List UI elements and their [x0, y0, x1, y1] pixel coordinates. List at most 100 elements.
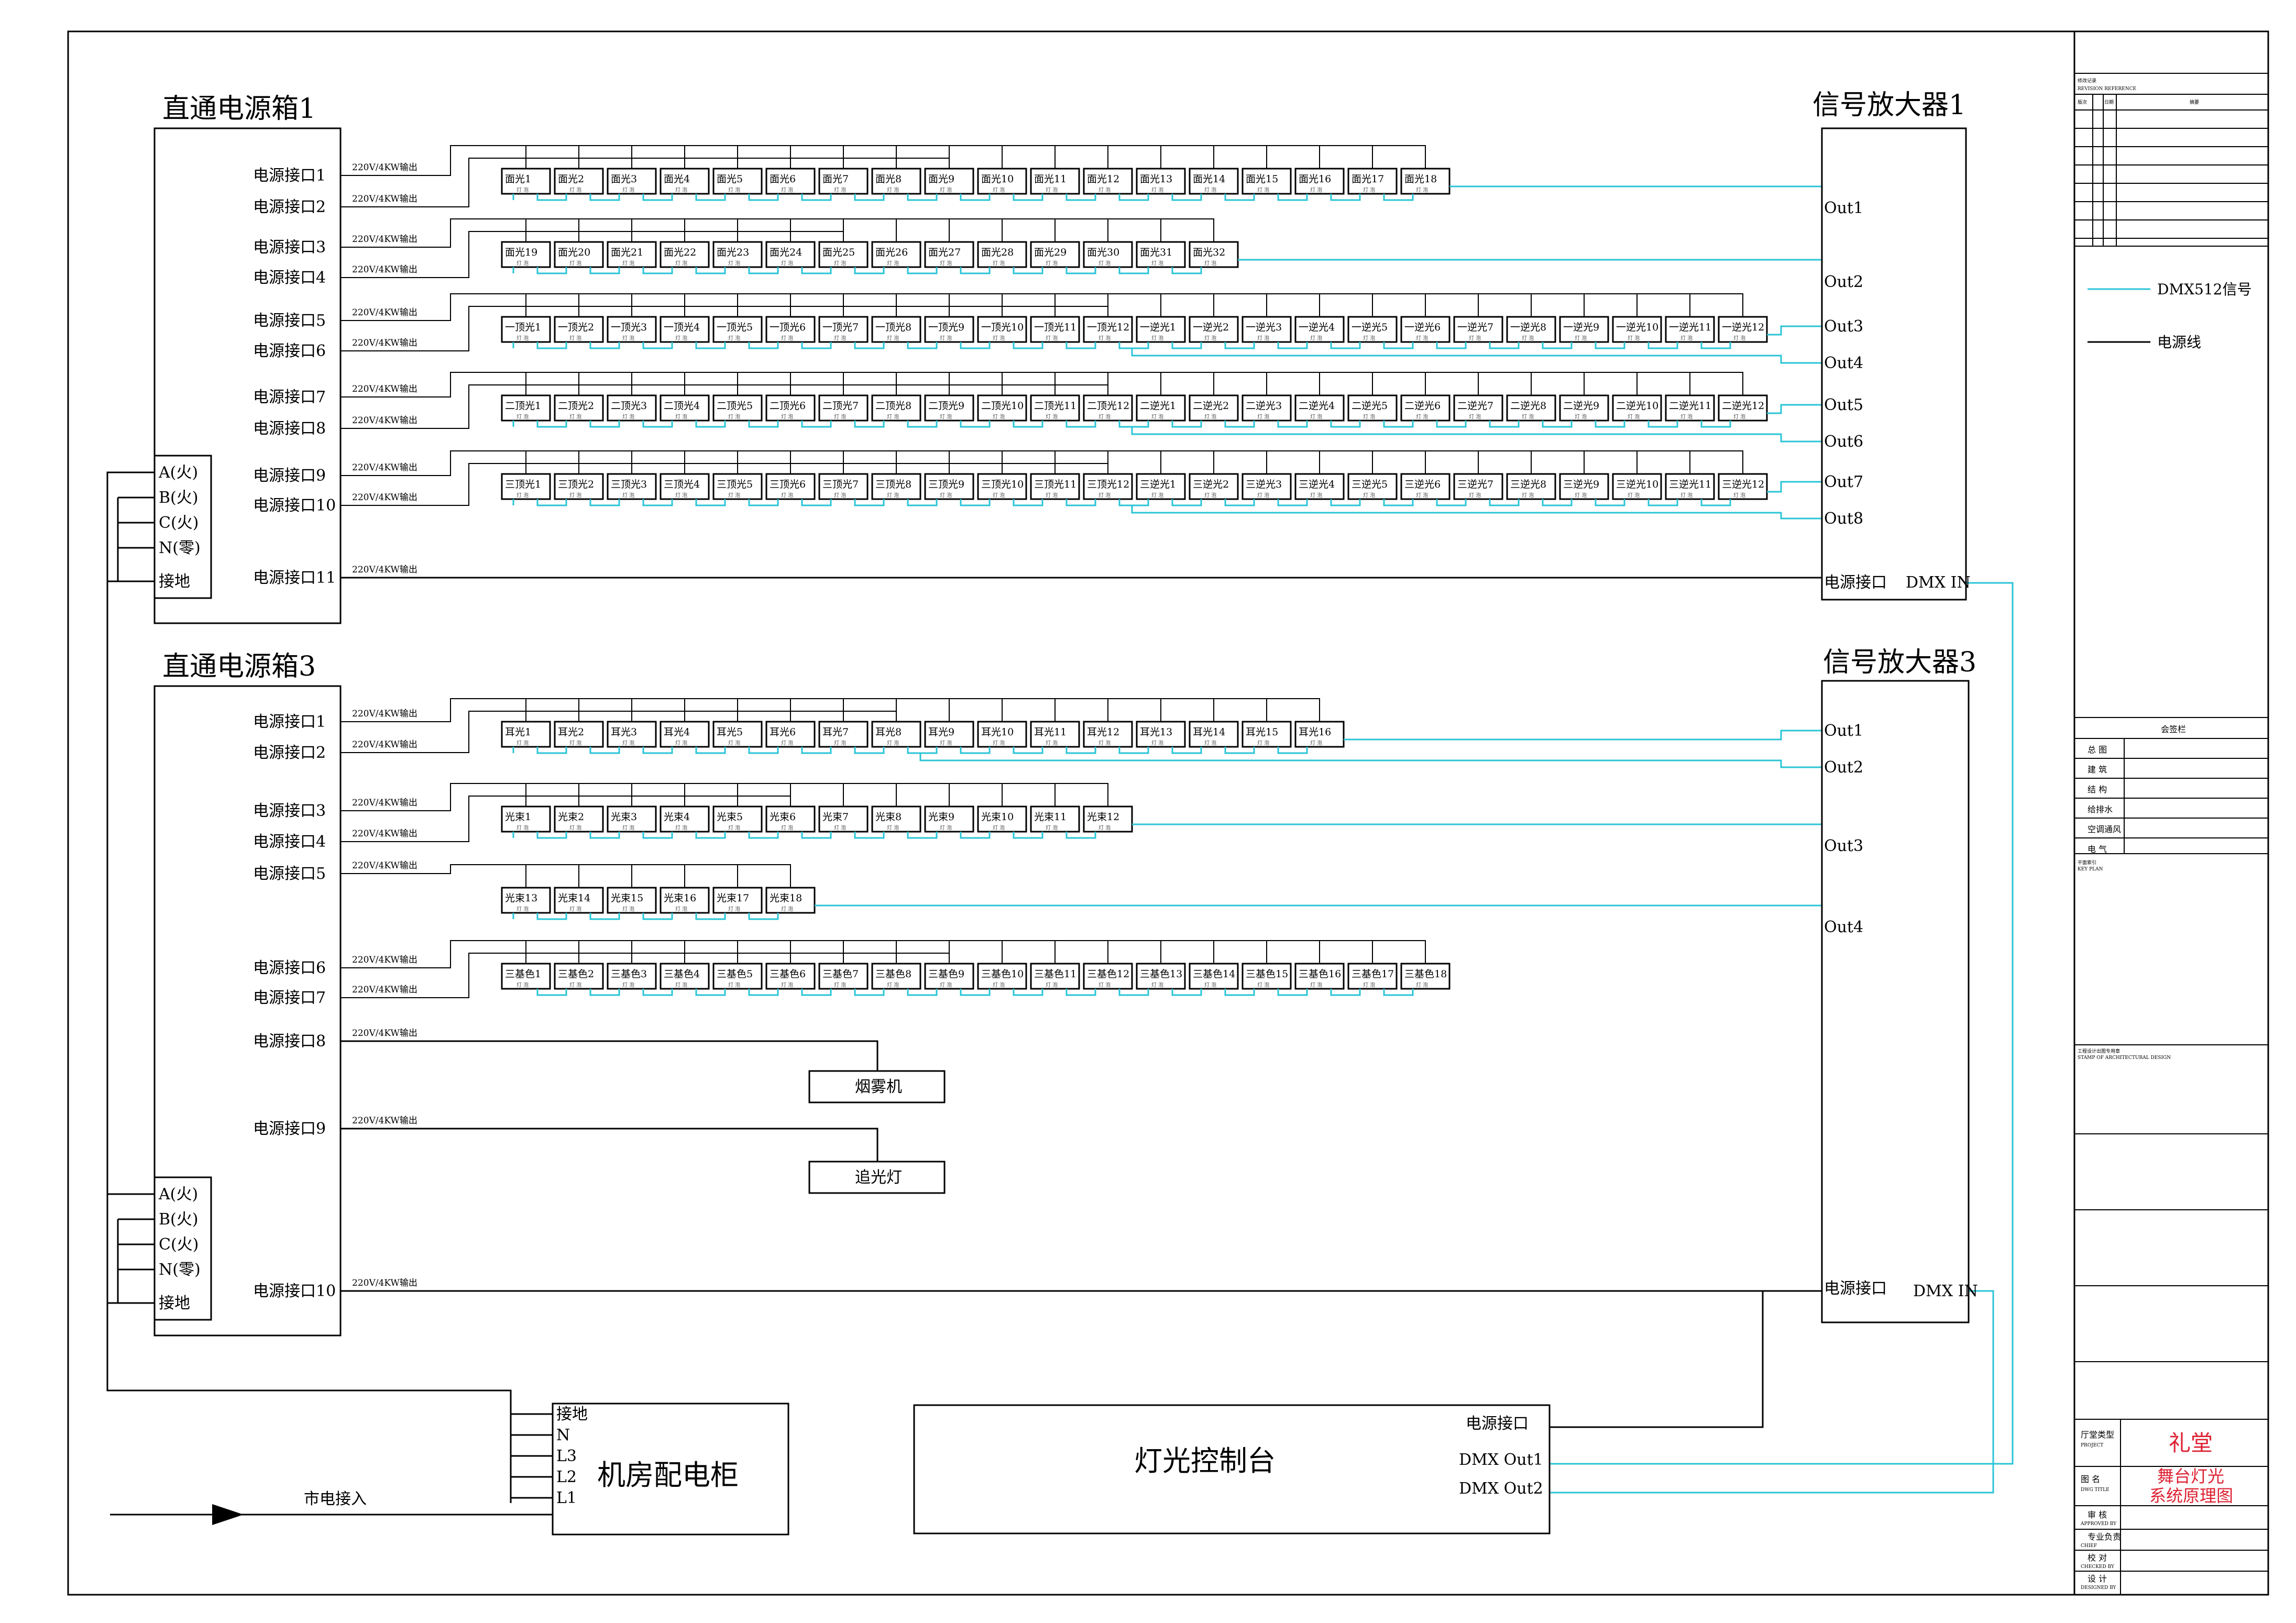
- tb-role-1: 审 核: [2088, 1510, 2107, 1520]
- row4-fixture-22-sub: 灯 泡: [1628, 413, 1640, 420]
- box1-port-7-rating: 220V/4KW输出: [352, 384, 418, 394]
- row4-fixture-9-sub: 灯 泡: [940, 413, 952, 420]
- box3-port-9: 电源接口9: [253, 1120, 326, 1138]
- box1-port-7: 电源接口7: [253, 388, 326, 406]
- row2-fixture-3-sub: 灯 泡: [622, 260, 634, 267]
- row3-fixture-11-sub: 灯 泡: [1046, 335, 1058, 341]
- row1-fixture-15-label: 面光15: [1246, 173, 1278, 185]
- row1-fixture-10-sub: 灯 泡: [993, 186, 1005, 193]
- row4-fixture-2-label: 二顶光2: [558, 400, 594, 412]
- row5-fixture-14-sub: 灯 泡: [1204, 492, 1216, 499]
- row9-fixture-12-sub: 灯 泡: [1098, 981, 1111, 988]
- row1-fixture-6-label: 面光6: [770, 173, 796, 185]
- row1-fixture-17-sub: 灯 泡: [1363, 186, 1375, 193]
- row9-fixture-9-sub: 灯 泡: [940, 981, 952, 988]
- box1-phase-5: 接地: [159, 572, 190, 591]
- row6-fixture-14-sub: 灯 泡: [1204, 739, 1216, 746]
- row5-fixture-14-label: 三逆光2: [1193, 479, 1229, 490]
- cabinet-title: 机房配电柜: [597, 1459, 739, 1492]
- row5-fixture-18-sub: 灯 泡: [1416, 492, 1428, 499]
- box3-phase-2: B(火): [159, 1210, 198, 1229]
- row4-fixture-18-sub: 灯 泡: [1416, 413, 1428, 420]
- row6-power-bus: [340, 698, 1320, 722]
- amp3-power: 电源接口: [1824, 1279, 1887, 1298]
- row4-fixture-19-label: 二逆光7: [1457, 400, 1493, 412]
- row2-fixture-4-label: 面光22: [664, 247, 696, 258]
- title-block: 修改记录 REVISION REFERENCE 版次 日期 摘要 会签栏 总 图…: [2074, 73, 2268, 1595]
- row5-fixture-23-sub: 灯 泡: [1680, 492, 1693, 499]
- row9-fixture-5-label: 三基色5: [717, 968, 753, 980]
- box1-phase-1: A(火): [158, 463, 198, 482]
- row7-fixture-9-sub: 灯 泡: [940, 824, 952, 831]
- row5-signal-out-b: [1131, 505, 1822, 520]
- console-dmx1: DMX Out1: [1459, 1451, 1543, 1469]
- box3-port-5: 电源接口5: [253, 865, 326, 883]
- box3-port-10: 电源接口10: [253, 1282, 336, 1300]
- row4-fixture-23-sub: 灯 泡: [1680, 413, 1693, 420]
- row9-fixture-4-label: 三基色4: [664, 968, 700, 980]
- row1-fixture-1-sub: 灯 泡: [517, 186, 529, 193]
- box1-port-1-rating: 220V/4KW输出: [352, 162, 418, 173]
- amp1-out2: Out2: [1824, 273, 1863, 291]
- smoke-machine-label: 烟雾机: [855, 1078, 902, 1096]
- row3-fixture-24-label: 一逆光12: [1722, 322, 1764, 333]
- row3-fixture-22-label: 一逆光10: [1616, 322, 1658, 333]
- tb-discipline-3: 结 构: [2088, 785, 2107, 794]
- row6-fixture-4-label: 耳光4: [664, 726, 690, 738]
- row1-fixture-16-label: 面光16: [1299, 173, 1331, 185]
- row1-fixture-11-label: 面光11: [1034, 173, 1067, 185]
- box3-port-1: 电源接口1: [253, 713, 326, 731]
- row4-fixture-16-label: 二逆光4: [1299, 400, 1335, 412]
- tb-drawing-label: 图 名: [2081, 1474, 2100, 1484]
- row6-fixture-10-label: 耳光10: [981, 726, 1014, 738]
- amp1-out3: Out3: [1824, 317, 1863, 336]
- row4-fixture-5-label: 二顶光5: [717, 400, 753, 412]
- box1-port-6: 电源接口6: [253, 342, 326, 360]
- amp1-out6: Out6: [1824, 433, 1863, 451]
- row3-fixture-18-sub: 灯 泡: [1416, 335, 1428, 341]
- row5-power-feed: [340, 463, 1108, 506]
- row3-fixture-19-sub: 灯 泡: [1469, 335, 1481, 341]
- box1-port-9: 电源接口9: [253, 467, 326, 485]
- tb-role-en-3: CHECKED BY: [2081, 1564, 2115, 1570]
- row5-fixture-19-label: 三逆光7: [1457, 479, 1493, 490]
- row4-fixture-20-sub: 灯 泡: [1522, 413, 1534, 420]
- tb-rev-col-2: 日期: [2104, 100, 2114, 105]
- row1-fixture-18-sub: 灯 泡: [1416, 186, 1428, 193]
- row5-fixture-24-sub: 灯 泡: [1733, 492, 1745, 499]
- row4-fixture-21-sub: 灯 泡: [1575, 413, 1587, 420]
- row9-fixture-10-sub: 灯 泡: [993, 981, 1005, 988]
- row9-fixture-2-sub: 灯 泡: [569, 981, 581, 988]
- row7-fixture-3-label: 光束3: [611, 811, 637, 823]
- row5-fixture-15-sub: 灯 泡: [1257, 492, 1269, 499]
- row2-fixture-8-label: 面光26: [875, 247, 908, 258]
- row9-fixture-16-label: 三基色16: [1299, 968, 1341, 980]
- tb-discipline-4: 给排水: [2088, 804, 2113, 814]
- row3-fixture-3-label: 一顶光3: [611, 322, 647, 333]
- amp1-out4: Out4: [1824, 354, 1863, 372]
